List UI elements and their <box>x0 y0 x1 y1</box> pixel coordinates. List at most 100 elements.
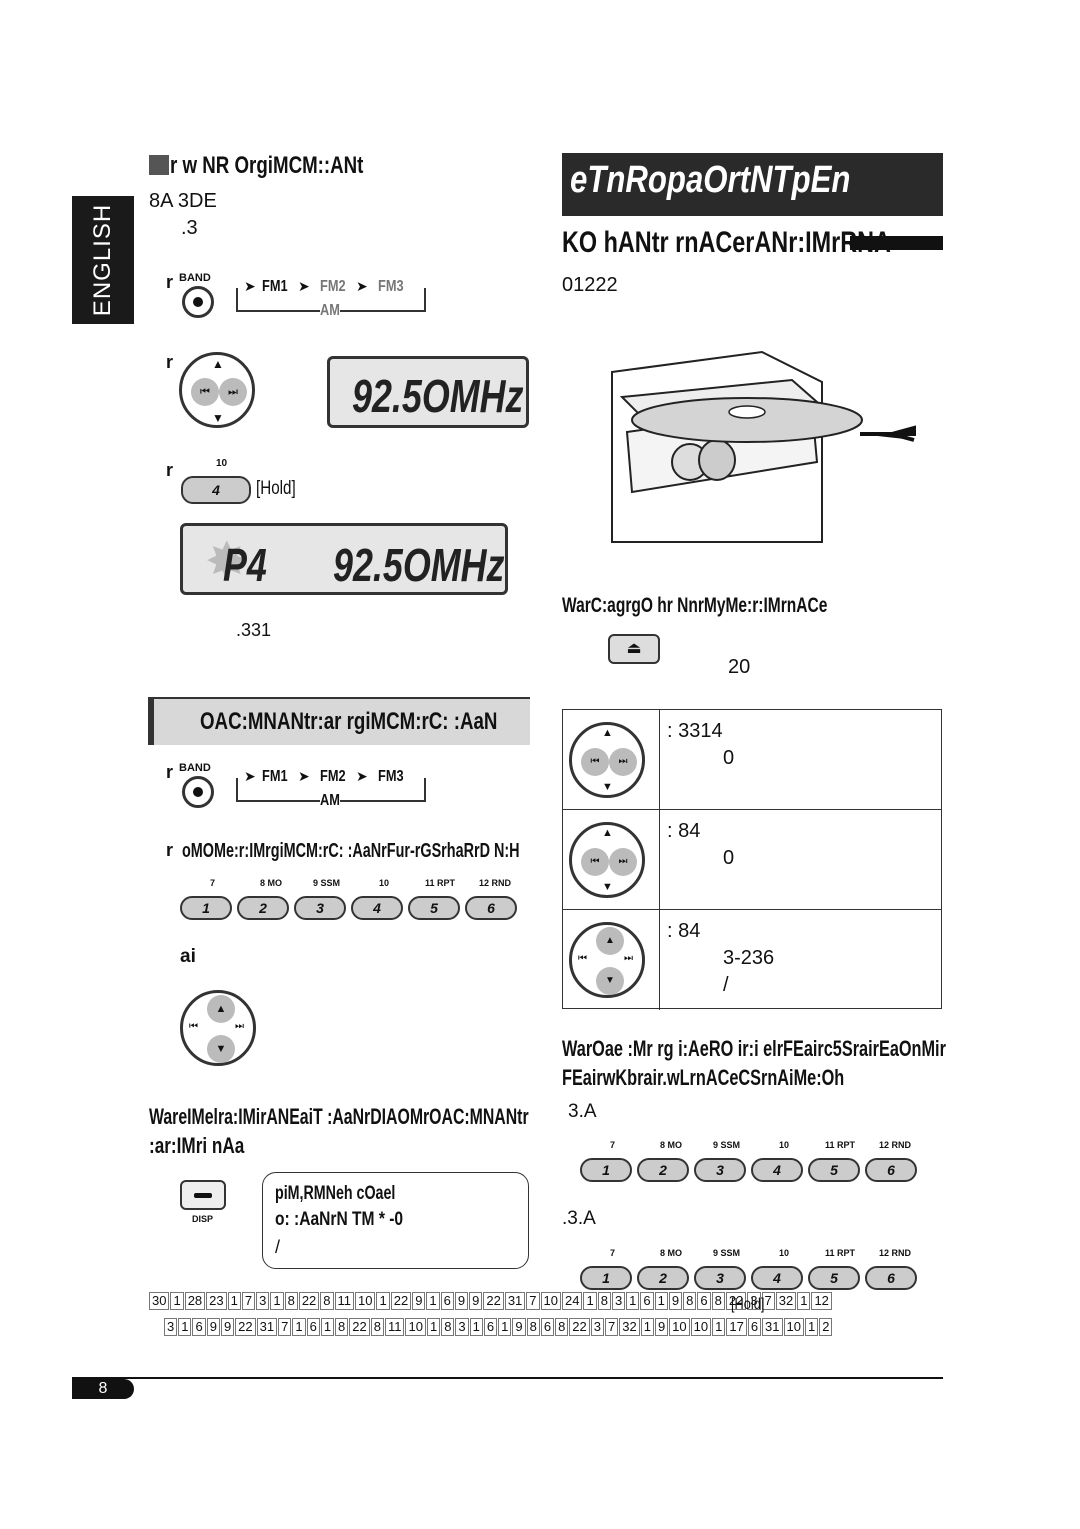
preset-button-6[interactable]: 6 <box>865 1158 917 1182</box>
band-fm1: FM1 <box>262 278 288 296</box>
grid-cell: 8 <box>335 1318 349 1336</box>
preset-button-5[interactable]: 5 <box>408 896 460 920</box>
seek-forward-icon: ⏭ <box>235 1021 244 1032</box>
grid-cell: 32 <box>619 1318 640 1336</box>
control-pad[interactable]: ▲ ▼ ⏮ ⏭ <box>179 352 255 428</box>
grid-cell: 1 <box>654 1292 668 1310</box>
grid-cell: 1 <box>292 1318 306 1336</box>
up-arrow-icon[interactable]: ▲ <box>207 995 235 1023</box>
value-b: .3.A <box>562 1208 596 1229</box>
grid-cell: 7 <box>761 1292 775 1310</box>
section-title-bar: eTnRopaOrtNTpEn <box>562 153 943 216</box>
language-tab-label: ENGLISH <box>89 203 116 317</box>
lcd-preset: P4 <box>223 539 267 591</box>
lcd-frequency-2: 92.5OMHz <box>333 539 505 591</box>
preset-button-3[interactable]: 3 <box>694 1266 746 1290</box>
preset-button-6[interactable]: 6 <box>465 896 517 920</box>
grid-cell: 6 <box>540 1318 555 1336</box>
grid-cell: 3 <box>611 1292 626 1310</box>
seek-forward-icon: ⏭ <box>609 848 637 876</box>
grid-cell: 1 <box>640 1318 654 1336</box>
preset-button-3[interactable]: 3 <box>294 896 346 920</box>
seek-back-icon: ⏮ <box>578 953 587 964</box>
down-arrow-icon[interactable]: ▼ <box>207 1035 235 1063</box>
up-arrow-icon: ▲ <box>212 357 224 371</box>
grid-cell: 8 <box>711 1292 725 1310</box>
grid-cell: 9 <box>454 1292 469 1310</box>
preset-button-4[interactable]: 4 <box>181 476 251 504</box>
control-pad-2[interactable]: ▲ ▼ ⏮ ⏭ <box>180 990 256 1066</box>
preset-row-left: 7 8 MO 9 SSM 10 11 RPT 12 RND 1 2 3 4 5 … <box>180 878 520 924</box>
preset-button-2[interactable]: 2 <box>637 1158 689 1182</box>
table-cell-text: : 3314 <box>667 720 723 742</box>
preset-button-1[interactable]: 1 <box>580 1158 632 1182</box>
grid-cell: 1 <box>626 1292 640 1310</box>
band-button[interactable] <box>182 286 214 318</box>
up-arrow-icon: ▲ <box>602 727 613 739</box>
grid-cell: 8 <box>370 1318 384 1336</box>
repeat-heading-line2: FEairwKbrair.wLrnACeCSrnAiMe:Oh <box>562 1065 845 1090</box>
down-arrow-icon: ▼ <box>212 411 224 425</box>
grid-cell: 1 <box>469 1318 483 1336</box>
eject-button[interactable]: ⏏ <box>608 634 660 664</box>
grid-cell: 10 <box>355 1292 376 1310</box>
preset-button-4[interactable]: 4 <box>751 1266 803 1290</box>
preset-button-4[interactable]: 4 <box>351 896 403 920</box>
grid-cell: 1 <box>170 1292 184 1310</box>
grid-cell: 9 <box>220 1318 235 1336</box>
up-arrow-icon: ▲ <box>596 927 624 955</box>
preset-button-3[interactable]: 3 <box>694 1158 746 1182</box>
grid-cell: 2 <box>819 1318 833 1336</box>
preset-top-label: 10 <box>216 458 228 469</box>
preset-label: 11 RPT <box>825 1140 856 1150</box>
seek-back-icon: ⏮ <box>581 748 609 776</box>
preset-button-2[interactable]: 2 <box>637 1266 689 1290</box>
hold-label-right: [Hold] <box>731 1296 765 1313</box>
table-divider <box>659 810 660 909</box>
grid-cell: 8 <box>320 1292 334 1310</box>
grid-cell: 9 <box>206 1318 220 1336</box>
grid-cell: 6 <box>483 1318 498 1336</box>
eject-icon: ⏏ <box>626 640 642 657</box>
grid-cell: 6 <box>697 1292 711 1310</box>
grid-cell: 3 <box>455 1318 469 1336</box>
grid-cell: 6 <box>747 1318 762 1336</box>
table-divider <box>659 710 660 809</box>
grid-cell: 23 <box>206 1292 227 1310</box>
table-row: ▲ ▼ ⏮ ⏭ : 3314 0 <box>563 710 941 810</box>
preset-button-5[interactable]: 5 <box>808 1158 860 1182</box>
preset-button-1[interactable]: 1 <box>180 896 232 920</box>
band-am: AM <box>320 302 340 320</box>
table-cell-text: 3-236 <box>723 947 775 969</box>
preset-button-4[interactable]: 4 <box>751 1158 803 1182</box>
grid-cell: 1 <box>498 1318 512 1336</box>
preset-label: 10 <box>779 1140 790 1150</box>
seek-forward-icon[interactable]: ⏭ <box>219 378 247 406</box>
sparkle-icon: ✸ <box>205 533 249 591</box>
lcd-display-frequency: 92.5OMHz <box>327 356 529 428</box>
table-row: ▲ ▼ ⏮ ⏭ : 84 0 <box>563 810 941 910</box>
preset-button-1[interactable]: 1 <box>580 1266 632 1290</box>
grid-cell: 31 <box>762 1318 783 1336</box>
seek-back-icon[interactable]: ⏮ <box>191 378 219 406</box>
band-flow-2: ➤ FM1 ➤ FM2 ➤ FM3 AM <box>236 768 428 810</box>
band-button-2[interactable] <box>182 776 214 808</box>
preset-button-6[interactable]: 6 <box>865 1266 917 1290</box>
grid-cell: 1 <box>712 1318 726 1336</box>
band2-am: AM <box>320 792 340 810</box>
note-value: .331 <box>236 620 272 640</box>
grid-cell: 22 <box>390 1292 412 1310</box>
disp-box-line1: piM,RMNeh cOael <box>275 1183 396 1204</box>
grid-cell: 31 <box>256 1318 278 1336</box>
disp-button[interactable] <box>180 1180 226 1210</box>
grid-cell: 8 <box>284 1292 298 1310</box>
language-tab: ENGLISH <box>72 196 134 324</box>
preset-button-2[interactable]: 2 <box>237 896 289 920</box>
preset-button-5[interactable]: 5 <box>808 1266 860 1290</box>
grid-cell: 6 <box>640 1292 654 1310</box>
preset-label: 7 <box>610 1140 616 1150</box>
table-cell-text: : 84 <box>667 920 701 942</box>
grid-cell: 3 <box>164 1318 178 1336</box>
hold-label: [Hold] <box>256 478 296 499</box>
